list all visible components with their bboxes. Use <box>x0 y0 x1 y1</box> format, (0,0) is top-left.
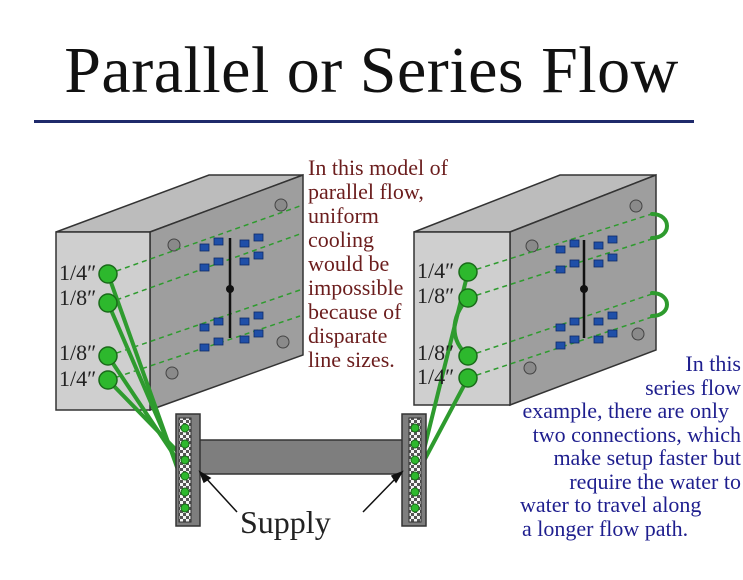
caption-line: make setup faster but <box>553 445 741 470</box>
port-icon <box>458 346 478 366</box>
supply-manifold: Supply <box>175 413 427 540</box>
supply-label: Supply <box>240 504 331 540</box>
caption-line: require the water to <box>569 468 741 494</box>
parallel-mold: 1/4″ 1/8″ 1/8″ 1/4″ <box>55 173 304 500</box>
caption-line: In this model of <box>308 155 448 180</box>
caption-line: series flow <box>645 374 741 400</box>
port-icon <box>458 368 478 388</box>
line-size-label: 1/8″ <box>417 340 454 365</box>
caption-line: disparate <box>308 323 388 348</box>
slide-title: Parallel or Series Flow <box>64 34 679 107</box>
port-icon <box>458 288 478 308</box>
port-icon <box>458 262 478 282</box>
caption-line: In this <box>685 351 741 376</box>
caption-line: uniform <box>308 203 379 228</box>
line-size-label: 1/8″ <box>417 283 454 308</box>
caption-line: parallel flow, <box>308 179 424 204</box>
caption-line: cooling <box>308 227 374 252</box>
caption-line: water to travel along <box>520 492 702 517</box>
line-size-label: 1/4″ <box>59 260 96 285</box>
title-underline <box>34 120 694 123</box>
line-size-label: 1/4″ <box>59 366 96 391</box>
caption-line: line sizes. <box>308 347 395 372</box>
line-size-label: 1/4″ <box>417 258 454 283</box>
series-flow-caption: In this series flow example, there are o… <box>486 352 741 540</box>
line-size-label: 1/8″ <box>59 285 96 310</box>
port-icon <box>98 346 118 366</box>
caption-line: because of <box>308 299 402 324</box>
line-size-label: 1/8″ <box>59 340 96 365</box>
port-icon <box>98 370 118 390</box>
caption-line: two connections, which <box>532 421 741 447</box>
caption-line: a longer flow path. <box>522 515 689 541</box>
port-icon <box>98 293 118 313</box>
caption-line: impossible <box>308 275 404 300</box>
port-icon <box>98 264 118 284</box>
parallel-flow-caption: In this model of parallel flow, uniform … <box>308 156 488 372</box>
line-size-label: 1/4″ <box>417 364 454 389</box>
caption-line: example, there are only <box>522 398 729 423</box>
caption-line: would be <box>308 251 390 276</box>
